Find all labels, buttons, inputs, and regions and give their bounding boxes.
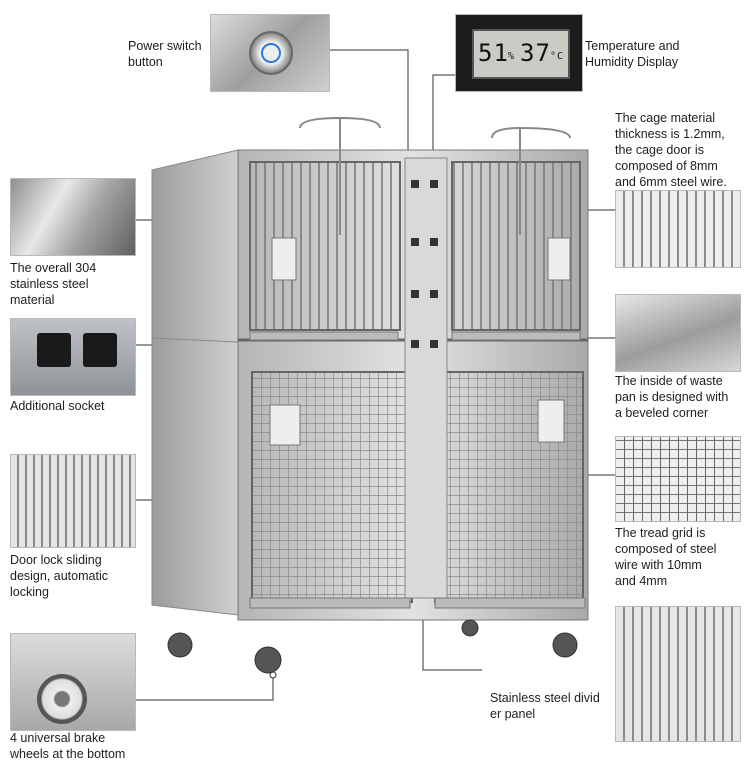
cage-side-panel (151, 149, 239, 616)
temp-humidity-thumb: 51 % 37 °C (455, 14, 583, 92)
tread-grid-thumb (615, 436, 741, 522)
socket-icon (83, 333, 117, 367)
temperature-unit: °C (550, 51, 565, 62)
leader-display (432, 74, 455, 160)
label-additional-socket: Additional socket (10, 399, 105, 413)
label-tread-grid: The tread grid is composed of steel wire… (615, 526, 717, 588)
label-temp-humidity: Temperature and Humidity Display (585, 39, 680, 69)
humidity-value: 51 (478, 39, 509, 67)
label-material-thickness: The cage material thickness is 1.2mm, th… (615, 111, 727, 189)
socket-thumb (10, 318, 136, 396)
label-door-lock: Door lock sliding design, automatic lock… (10, 553, 108, 599)
label-waste-pan: The inside of waste pan is designed with… (615, 374, 729, 420)
brake-wheel-thumb (10, 633, 136, 731)
cage-thickness-thumb (615, 190, 741, 268)
center-divider-column (404, 157, 448, 599)
divider-panel-thumb (615, 606, 741, 742)
label-power-switch: Power switch button (128, 39, 202, 69)
door-lock-thumb (10, 454, 136, 548)
leader-wheels (135, 675, 274, 701)
wheel-icon (37, 674, 87, 724)
leader-power (330, 49, 409, 160)
temperature-value: 37 (520, 39, 551, 67)
power-switch-thumb (210, 14, 330, 92)
label-divider-panel: Stainless steel divid er panel (490, 691, 600, 721)
label-brake-wheels: 4 universal brake wheels at the bottom (10, 731, 126, 761)
waste-pan-thumb (615, 294, 741, 372)
steel-material-thumb (10, 178, 136, 256)
lcd-screen: 51 % 37 °C (472, 29, 570, 79)
label-overall-304: The overall 304 stainless steel material (10, 261, 97, 307)
socket-icon (37, 333, 71, 367)
power-button-icon (249, 31, 293, 75)
humidity-unit: % (508, 51, 516, 62)
